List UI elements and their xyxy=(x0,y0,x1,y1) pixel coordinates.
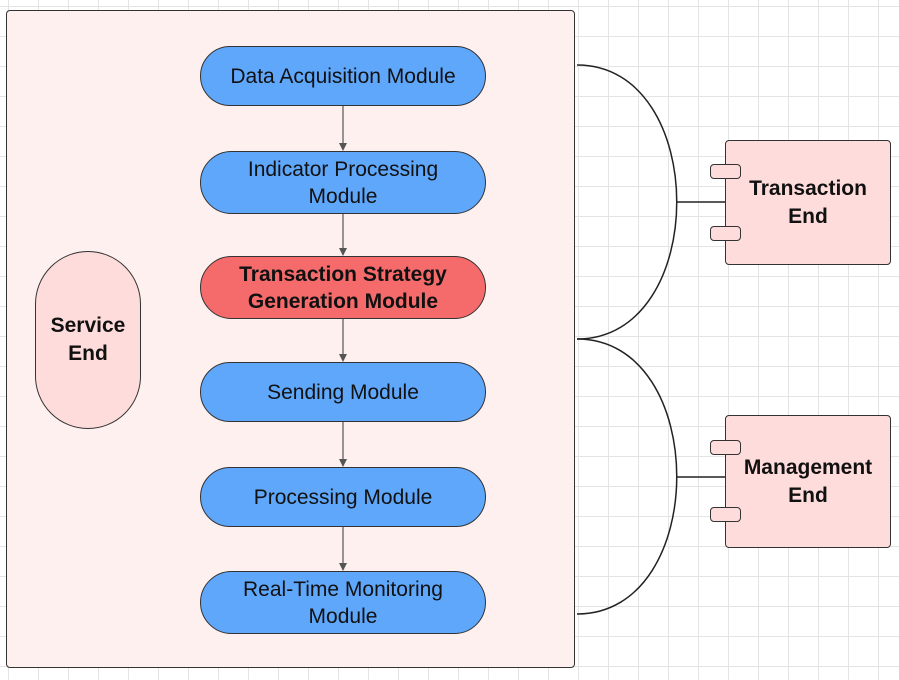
transaction-end-port-bottom xyxy=(710,226,741,241)
transaction-end-link-arc xyxy=(576,64,678,340)
management-end-port-bottom xyxy=(710,507,741,522)
transaction-strategy-generation-module[interactable]: Transaction Strategy Generation Module xyxy=(200,256,486,319)
indicator-processing-module[interactable]: Indicator Processing Module xyxy=(200,151,486,214)
management-end-port-top xyxy=(710,440,741,455)
management-end-link-arc xyxy=(576,338,678,615)
sending-module[interactable]: Sending Module xyxy=(200,362,486,422)
processing-module[interactable]: Processing Module xyxy=(200,467,486,527)
management-end-component[interactable]: Management End xyxy=(725,415,891,548)
service-end-node[interactable]: Service End xyxy=(35,251,141,429)
data-acquisition-module[interactable]: Data Acquisition Module xyxy=(200,46,486,106)
real-time-monitoring-module[interactable]: Real-Time Monitoring Module xyxy=(200,571,486,634)
transaction-end-port-top xyxy=(710,164,741,179)
transaction-end-component[interactable]: Transaction End xyxy=(725,140,891,265)
